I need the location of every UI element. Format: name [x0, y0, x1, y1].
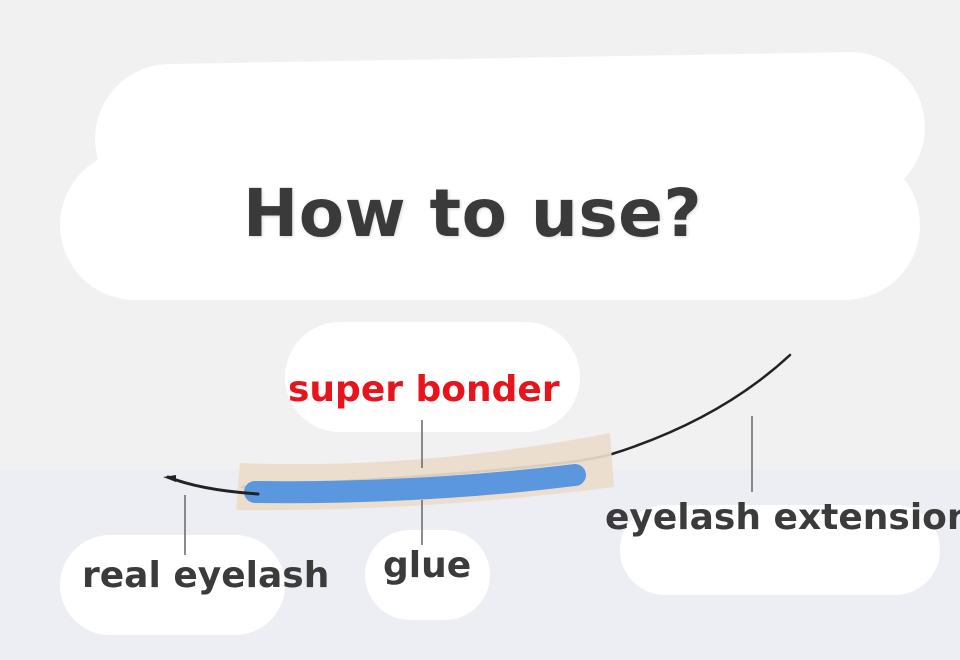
glue-stroke	[244, 464, 586, 504]
background-brush-stroke	[620, 505, 940, 595]
real-eyelash-label: real eyelash	[82, 555, 330, 596]
background-brush-stroke	[60, 150, 920, 300]
background-brush-stroke	[60, 535, 285, 635]
background-brush-stroke	[285, 322, 580, 432]
super-bonder-label: super bonder	[288, 369, 560, 410]
page-title: How to use?	[243, 175, 703, 252]
background-brush-stroke	[365, 530, 490, 620]
eyelash-extension-label: eyelash extension	[605, 497, 960, 538]
real-eyelash-tip	[163, 475, 176, 482]
glue-label: glue	[383, 545, 472, 586]
